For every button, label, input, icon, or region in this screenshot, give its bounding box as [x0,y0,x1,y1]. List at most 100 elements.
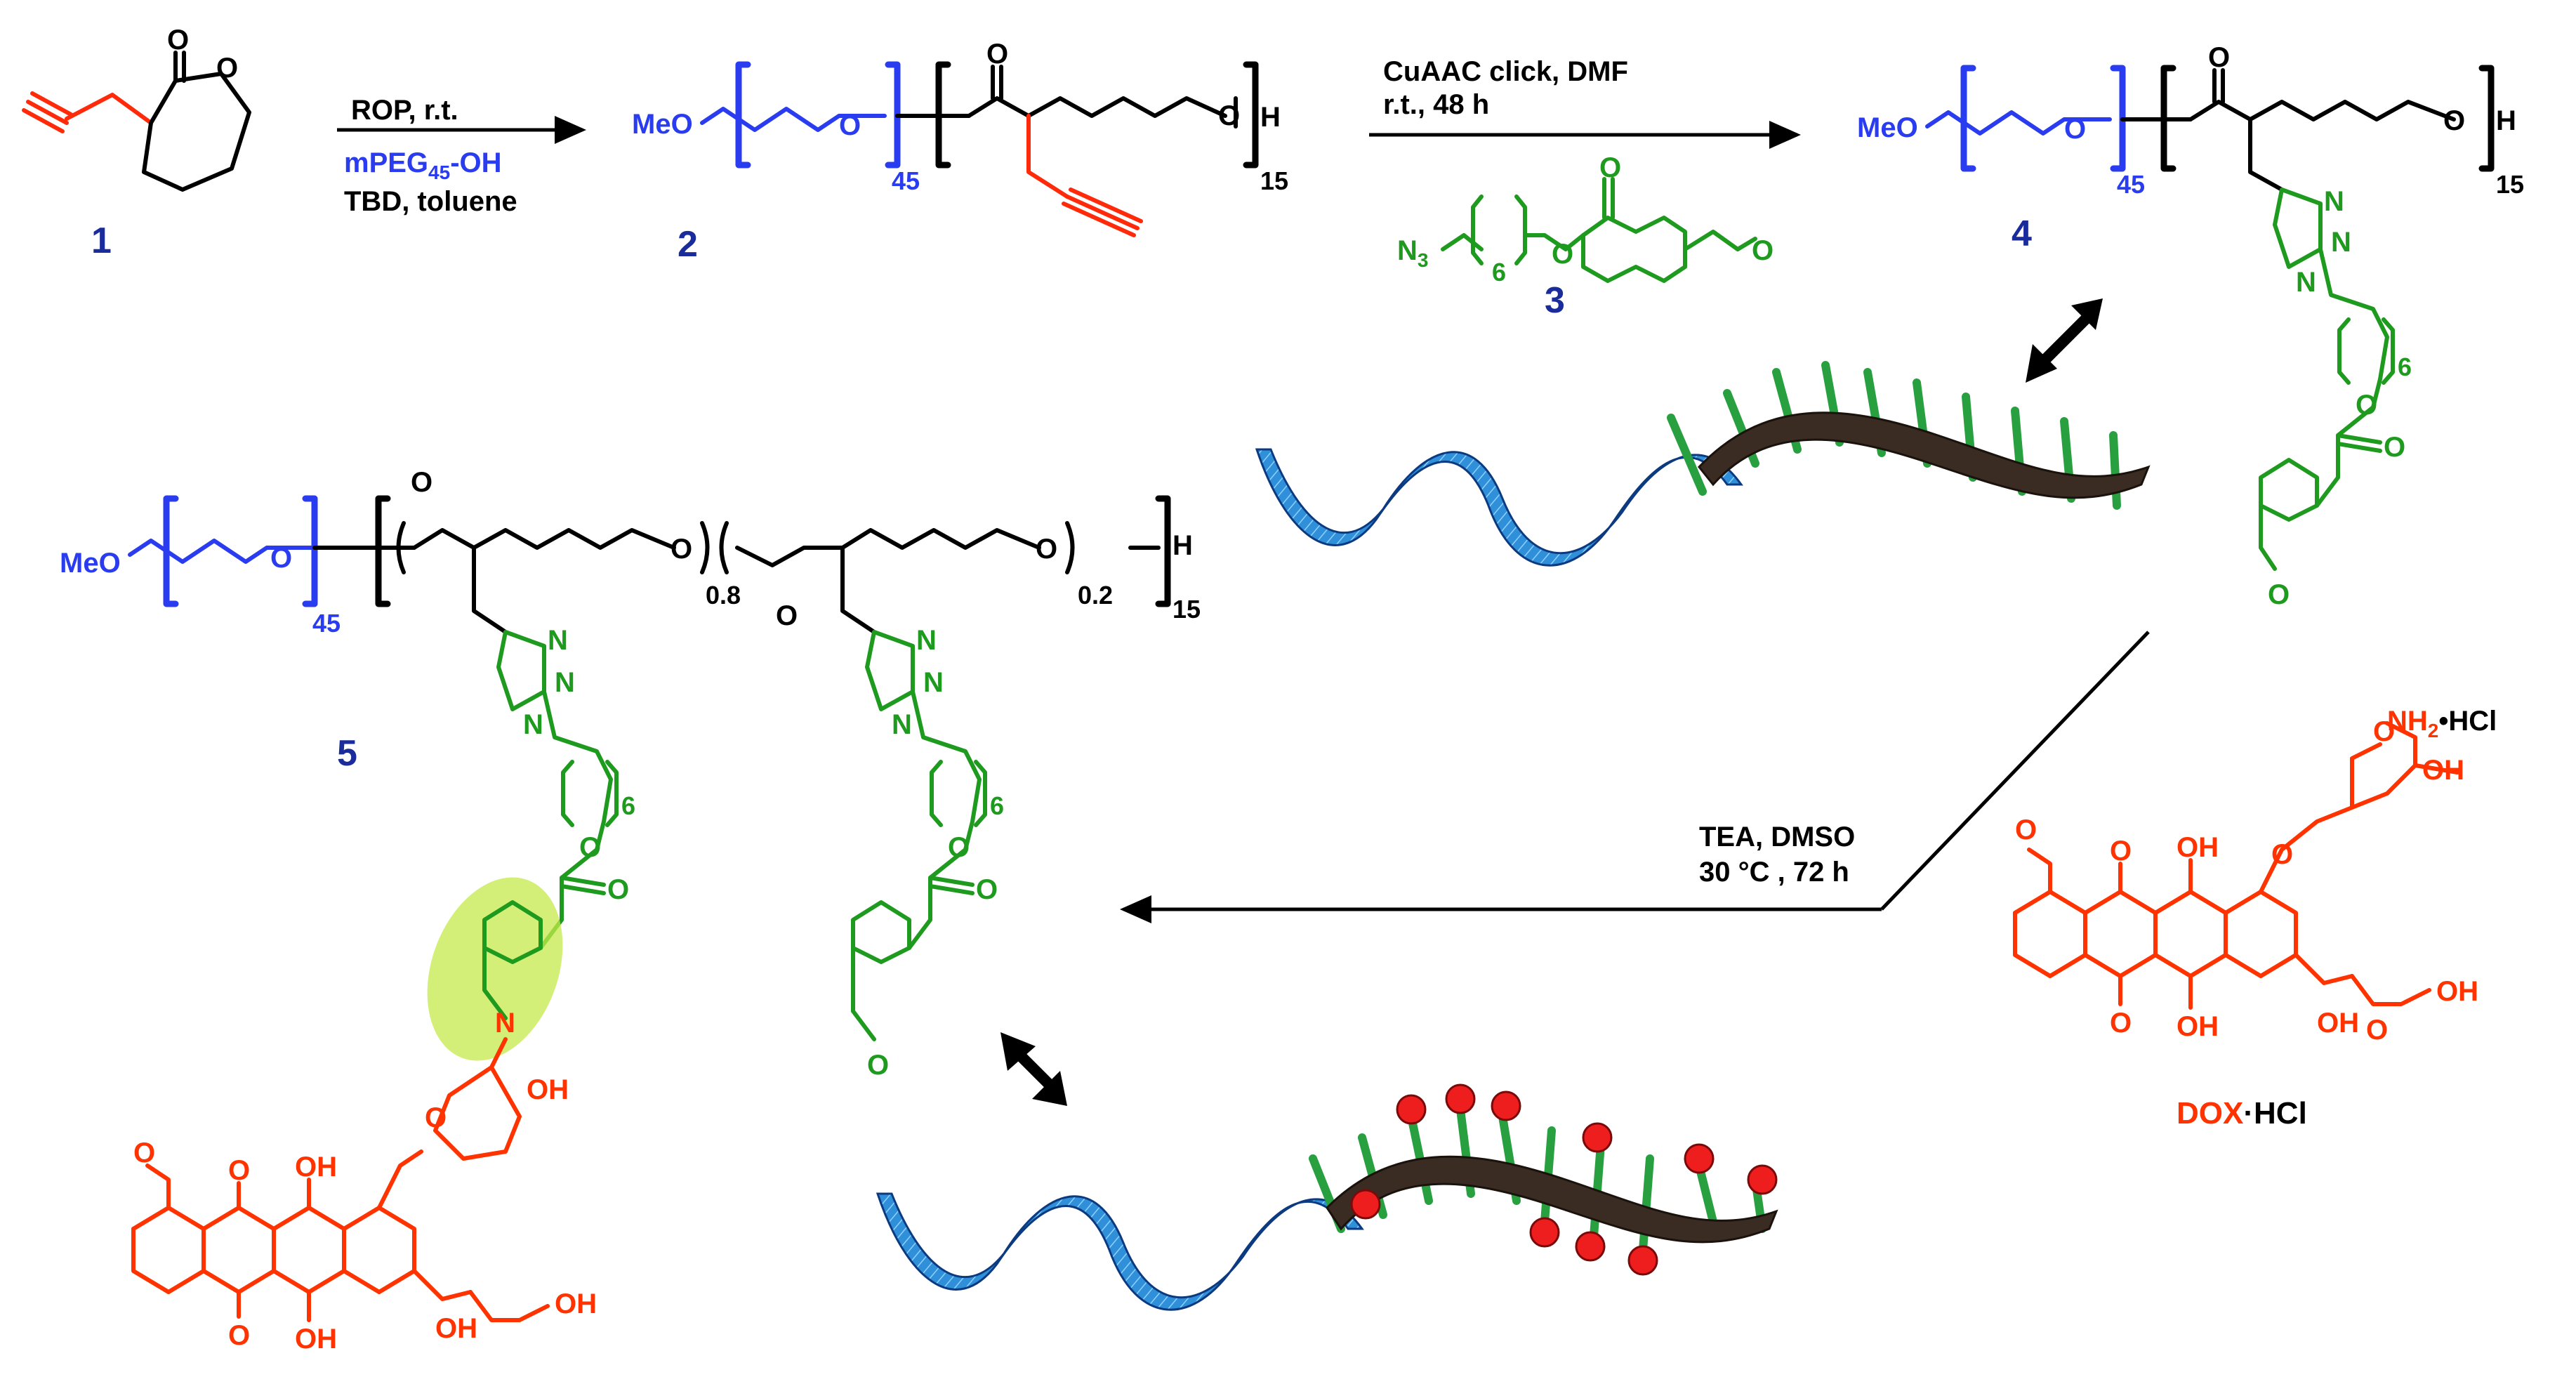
compound-3-structure [1441,177,1757,283]
compound-1-number: 1 [91,220,112,261]
compound-5-fraction-a: 0.8 [706,581,741,609]
compound-3-azide: N3 [1397,235,1428,271]
step2-condition-1: CuAAC click, DMF [1383,56,1628,87]
compound-5-dox-oh-bottom: OH [295,1324,337,1355]
imine-highlight [427,877,563,1061]
double-arrow-bottom [1000,1032,1067,1106]
compound-5-triazole-n1-a: N [548,625,568,656]
compound-5-meo: MeO [60,548,121,579]
compound-5-triazole-n1-b: N [916,625,937,656]
compound-4-terminal-h: H [2496,105,2516,136]
compound-4-aldehyde-o: O [2268,579,2290,610]
dox-oh-bottom: OH [2177,1011,2219,1042]
polymer-5-cartoon [876,1083,1778,1311]
compound-2-peg-o: O [839,110,861,141]
compound-5-dox-sugar-oh: OH [527,1074,569,1105]
double-arrow-top [2026,298,2103,383]
compound-4-triazole-n1: N [2324,186,2344,217]
compound-1-structure [22,51,251,192]
compound-5-ester-o-a: O [671,534,692,565]
step3-condition-2: 30 °C , 72 h [1699,857,1849,888]
compound-5-peg-o: O [270,543,292,574]
compound-5-ester-o-linker-a: O [579,832,601,863]
compound-4-linker-repeat: 6 [2398,352,2412,381]
compound-5-dox-methoxy-o: O [133,1138,155,1168]
compound-5-aldehyde-o: O [867,1050,889,1081]
compound-2-polymer-repeat: 15 [1260,166,1288,195]
compound-2-terminal-h: H [1260,102,1281,133]
step2-condition-2: r.t., 48 h [1383,89,1489,120]
compound-4-ester-o: O [2443,105,2465,136]
compound-3-linker-repeat: 6 [1492,258,1506,286]
compound-5-linker-repeat-b: 6 [990,791,1004,820]
compound-5-terminal-h: H [1173,530,1193,561]
dox-glycoside-o: O [2271,839,2293,870]
dox-oh-top: OH [2177,832,2219,863]
compound-5-ester-o-b: O [1036,534,1057,565]
compound-4-carbonyl-o2: O [2384,432,2405,463]
compound-5-carbonyl-o-linker-b: O [976,874,998,905]
dox-sugar-o: O [2373,716,2395,747]
compound-5-carbonyl-o-linker-a: O [607,874,629,905]
compound-2-structure [700,61,1259,237]
compound-5-dox-quinone-o-top: O [228,1155,250,1186]
compound-4-triazole-n3: N [2296,267,2316,298]
compound-5-linker-repeat-a: 6 [621,791,635,820]
compound-5-imine-n: N [495,1008,515,1039]
compound-5-triazole-n3-b: N [892,709,912,740]
compound-5-dox-quinone-o-bottom: O [228,1320,250,1351]
compound-4-number: 4 [2012,213,2032,254]
compound-5-dox-c9-oh: OH [435,1313,477,1344]
compound-5-dox-sugar-o: O [425,1102,447,1133]
compound-5-triazole-n3-a: N [523,709,543,740]
step3-condition-1: TEA, DMSO [1699,822,1855,852]
compound-3-ester-o: O [1552,239,1573,270]
compound-1-carbonyl-o: O [167,25,189,55]
step1-condition-1: ROP, r.t. [351,95,458,126]
compound-2-carbonyl-o: O [986,39,1008,70]
step1-condition-2: mPEG45-OH [344,147,502,183]
step3-arrow-diagonal [1880,631,2150,911]
compound-4-peg-repeat: 45 [2117,170,2145,199]
compound-5-ester-o-linker-b: O [948,832,970,863]
compound-5-dox-oh-top: OH [295,1152,337,1182]
compound-4-ester-o: O [2356,390,2377,421]
dox-amine-hcl: NH2•HCl [2387,706,2497,742]
compound-2-meo: MeO [632,109,693,140]
dox-sugar-oh: OH [2422,755,2464,786]
compound-5-polymer-repeat: 15 [1173,595,1201,624]
compound-5-fraction-b: 0.2 [1078,581,1113,609]
dox-methoxy-o: O [2015,815,2037,845]
compound-5-carbonyl-o-b: O [776,600,798,631]
compound-4-carbonyl-o: O [2208,42,2230,73]
dox-ketone-o: O [2366,1015,2388,1046]
dox-quinone-o-top: O [2110,836,2132,866]
compound-5-dox-terminal-oh: OH [555,1289,597,1319]
compound-3-number: 3 [1545,280,1565,321]
compound-5-triazole-n2-b: N [923,667,944,698]
compound-2-peg-repeat: 45 [892,166,920,195]
compound-4-meo: MeO [1857,112,1918,143]
compound-3-aldehyde-o: O [1752,235,1774,266]
compound-1-ring-o: O [216,53,238,84]
compound-5-structure [128,495,1171,1041]
dox-hcl-label: DOX·HCl [2177,1096,2307,1131]
dox-hcl-structure [2013,721,2459,1010]
compound-5-imine-and-dox [131,900,550,1322]
step1-condition-3: TBD, toluene [344,186,517,217]
dox-quinone-o-bottom: O [2110,1008,2132,1039]
compound-4-peg-o: O [2064,114,2086,145]
dox-terminal-oh: OH [2436,976,2478,1007]
polymer-4-cartoon [1255,361,2151,567]
compound-4-triazole-n2: N [2331,227,2351,258]
compound-2-ester-o: O [1218,100,1240,131]
dox-c9-oh: OH [2317,1008,2359,1039]
compound-5-number: 5 [337,733,357,774]
compound-4-structure [1925,65,2495,571]
compound-3-carbonyl-o: O [1599,152,1621,183]
compound-5-peg-repeat: 45 [312,609,341,638]
compound-4-polymer-repeat: 15 [2496,170,2524,199]
compound-2-number: 2 [678,224,698,265]
compound-5-carbonyl-o-a: O [411,467,432,498]
